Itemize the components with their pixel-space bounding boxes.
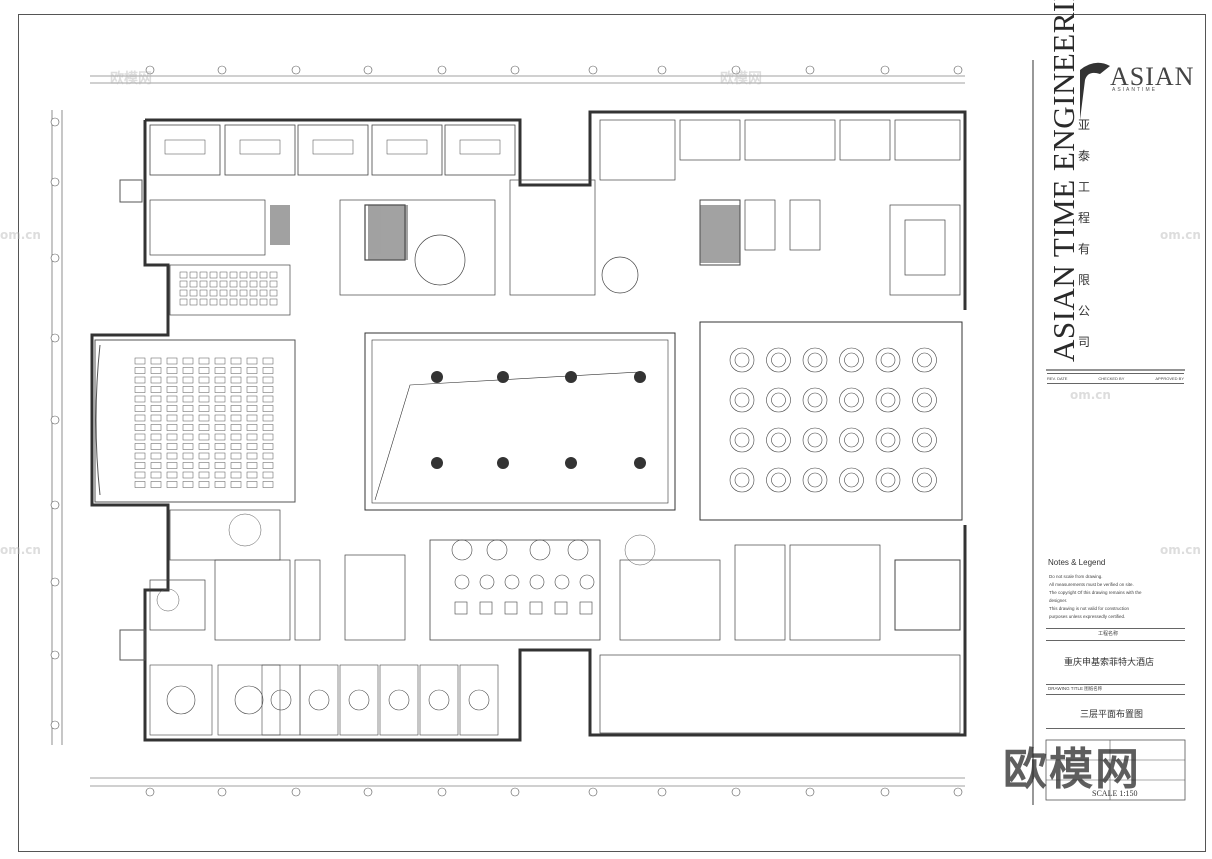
- company-name-chinese: 亚泰工程有限公司: [1078, 118, 1091, 349]
- note-line: This drawing is not valid for constructi…: [1049, 606, 1130, 611]
- project-name: 重庆申基索菲特大酒店: [1064, 657, 1155, 667]
- note-line: purposes unless expressedly certified.: [1049, 614, 1126, 619]
- company-logo-subtext: ASIANTIME: [1112, 87, 1157, 93]
- divider: [1046, 640, 1185, 641]
- drawing-title: 三层平面布置图: [1080, 709, 1144, 719]
- watermark-domain: om.cn: [0, 228, 41, 242]
- drawing-title-label: DRAWING TITLE 图纸名称: [1048, 686, 1103, 691]
- project-name-label: 工程名称: [1098, 631, 1119, 637]
- revision-header-row: REV. DATE CHECKED BY APPROVED BY: [1047, 373, 1184, 384]
- watermark: 欧模网: [1003, 744, 1141, 795]
- revision-header-approved: APPROVED BY: [1155, 376, 1184, 381]
- divider: [1046, 694, 1185, 695]
- note-line: designer.: [1049, 598, 1068, 603]
- company-logo-text: ASIAN: [1110, 62, 1195, 91]
- drawing-scale: SCALE 1:150: [1092, 789, 1138, 798]
- company-name-english: ASIAN TIME ENGINEERING: [1046, 0, 1081, 362]
- divider: [1046, 728, 1185, 729]
- watermark-domain: om.cn: [1070, 388, 1111, 402]
- divider: [1046, 628, 1185, 629]
- note-line: Do not scale from drawing.: [1049, 574, 1103, 579]
- revision-header-checked: CHECKED BY: [1098, 376, 1125, 381]
- drawing-sheet-border: [18, 14, 1206, 852]
- watermark-domain: om.cn: [1160, 228, 1201, 242]
- watermark-small: 欧模网: [110, 71, 152, 87]
- note-line: All measurements must be verified on sit…: [1049, 582, 1134, 587]
- notes-title: Notes & Legend: [1048, 558, 1106, 567]
- watermark-domain: om.cn: [0, 543, 41, 557]
- revision-header-date: REV. DATE: [1047, 376, 1068, 381]
- watermark-domain: om.cn: [1160, 543, 1201, 557]
- note-line: The copyright Of this drawing remains wi…: [1049, 590, 1142, 595]
- divider: [1046, 684, 1185, 685]
- watermark-small: 欧模网: [720, 71, 762, 87]
- notes-list: Do not scale from drawing. All measureme…: [1049, 573, 1181, 621]
